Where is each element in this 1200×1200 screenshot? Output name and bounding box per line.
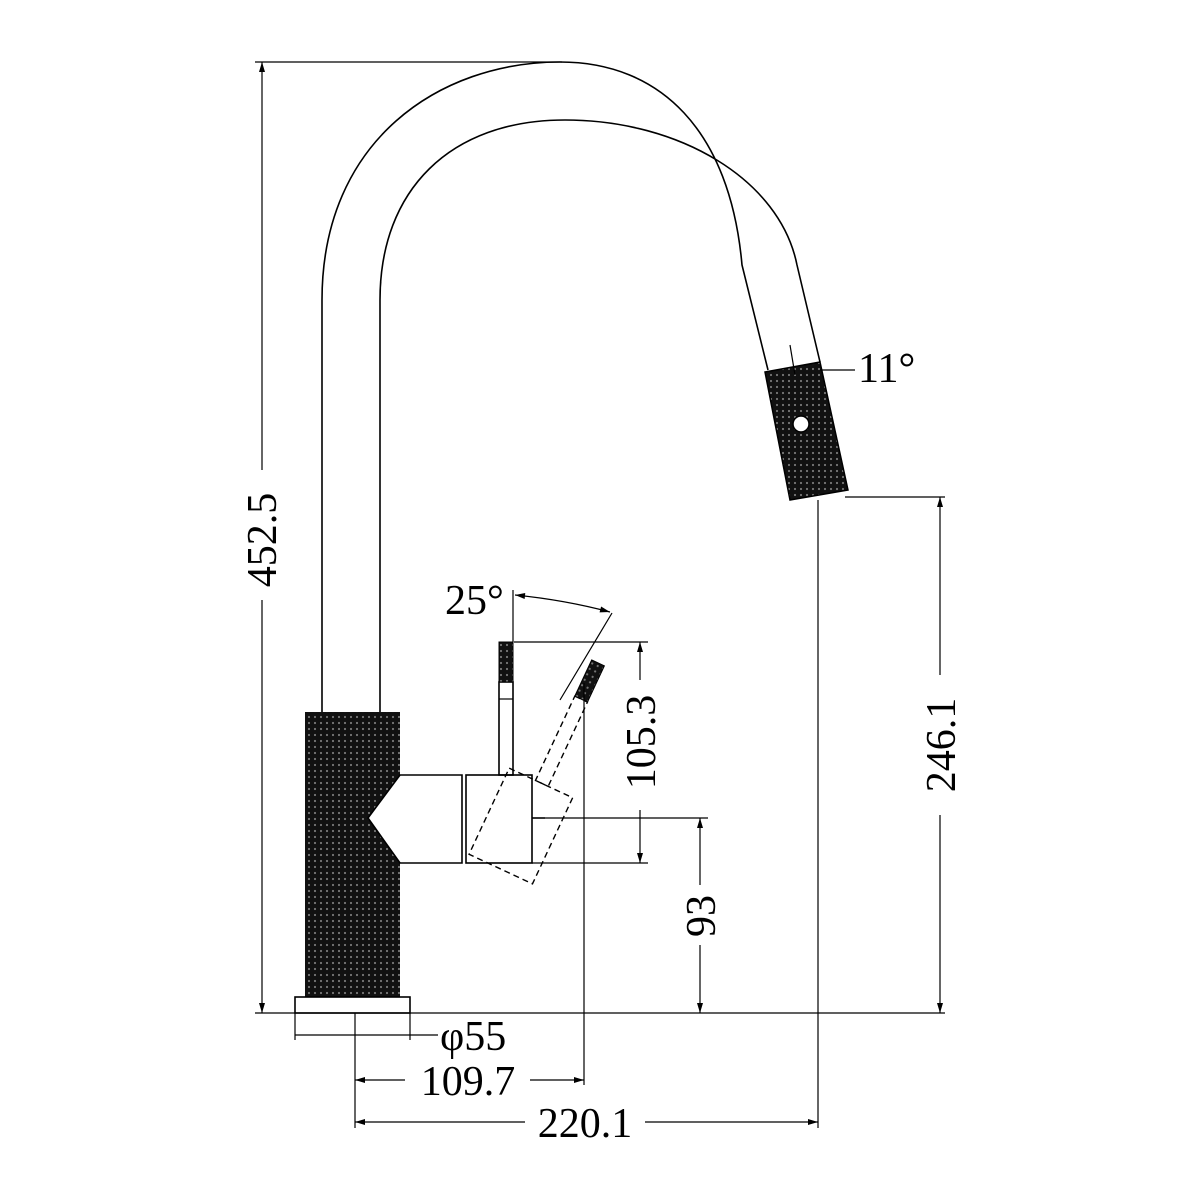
dim-spout-angle: 11° [858, 346, 915, 392]
faucet-body [294, 712, 545, 1014]
dim-lever-height: 105.3 [619, 695, 665, 790]
lever [498, 641, 514, 776]
lever-tilted-position [468, 659, 606, 885]
dim-lever-angle: 25° [445, 578, 504, 624]
dim-lever-reach: 109.7 [421, 1059, 516, 1105]
dim-overall-height: 452.5 [240, 493, 286, 588]
spout [321, 61, 821, 712]
spout-nozzle [764, 361, 849, 501]
dim-base-diameter: φ55 [440, 1014, 506, 1060]
dim-spout-outlet-height: 246.1 [919, 698, 965, 793]
dim-outlet-height: 93 [679, 895, 725, 937]
nozzle-button-icon [792, 415, 810, 433]
base-plate [294, 996, 411, 1014]
dim-spout-reach: 220.1 [538, 1101, 633, 1147]
